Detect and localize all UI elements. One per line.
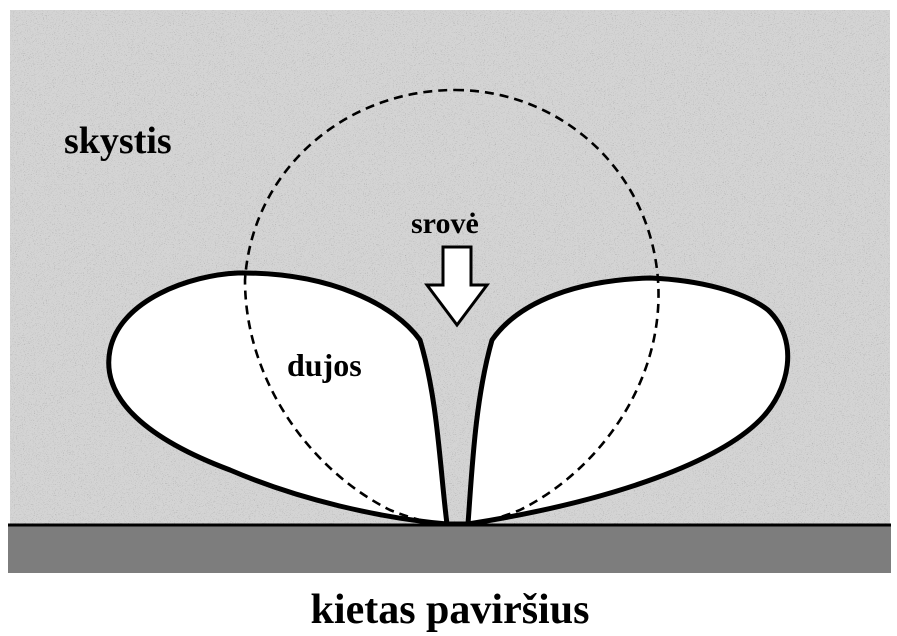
flow-label: srovė xyxy=(411,207,479,240)
gas-label: dujos xyxy=(287,347,362,383)
solid-surface xyxy=(8,525,891,573)
surface-label: kietas paviršius xyxy=(311,587,590,633)
liquid-label: skystis xyxy=(64,120,172,162)
